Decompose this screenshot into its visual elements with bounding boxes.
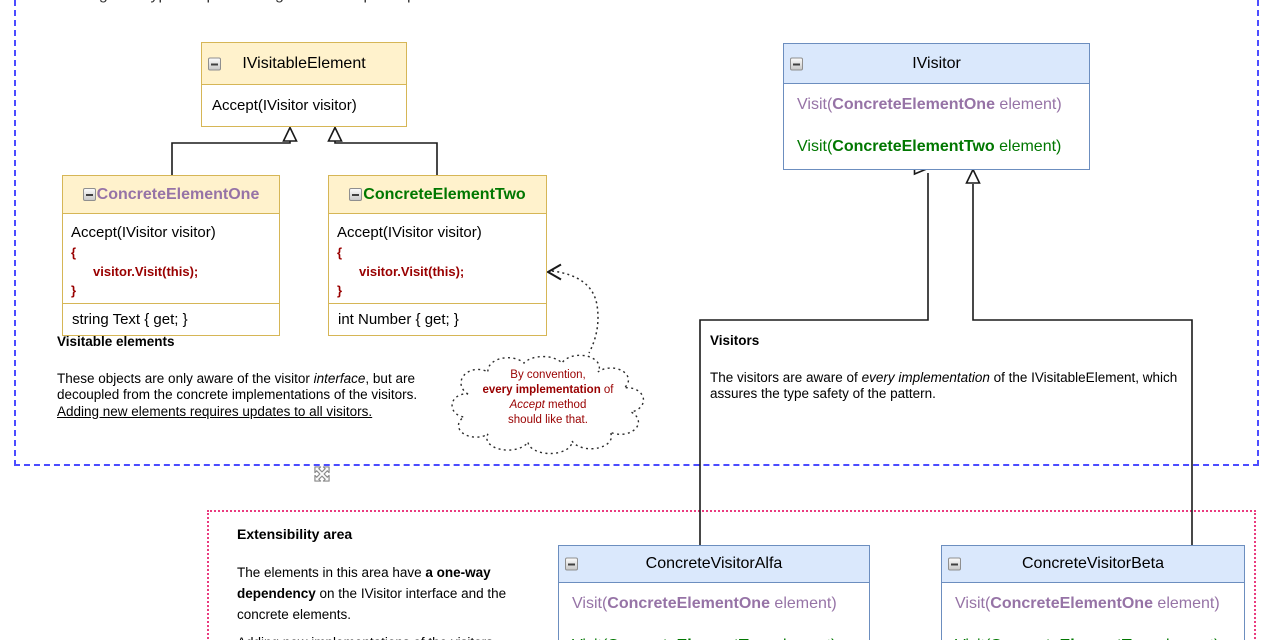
property-row: int Number { get; } — [329, 303, 546, 335]
method-visit-two: Visit(ConcreteElementTwo element) — [797, 138, 1062, 155]
cloud-callout-shape[interactable] — [451, 354, 645, 455]
collapse-minus-icon[interactable] — [948, 557, 961, 571]
note-visitable-elements: Visitable elements These objects are onl… — [57, 334, 457, 420]
collapse-minus-icon[interactable] — [208, 57, 221, 70]
class-title: ConcreteElementOne — [96, 185, 260, 203]
method-accept: Accept(IVisitor visitor) — [71, 224, 216, 241]
method-section: Accept(IVisitor visitor) { visitor.Visit… — [63, 214, 279, 303]
note-heading: Extensibility area — [237, 526, 353, 542]
note-paragraph: The visitors are aware of every implemen… — [710, 369, 1178, 402]
note-paragraph: These objects are only aware of the visi… — [57, 370, 418, 403]
inheritance-arrowhead — [282, 125, 298, 142]
method-visit-two: Visit(ConcreteElementTwo element) — [559, 625, 869, 640]
method-visit-one: Visit(ConcreteElementOne element) — [572, 595, 837, 612]
method-visit-one: Visit(ConcreteElementOne element) — [955, 595, 1220, 612]
method-section: Accept(IVisitor visitor) { visitor.Visit… — [329, 214, 546, 303]
class-box-concretevisitoralfa[interactable]: ConcreteVisitorAlfa Visit(ConcreteElemen… — [558, 545, 870, 640]
class-title: ConcreteElementTwo — [363, 185, 526, 203]
note-extensibility-area: Extensibility area The elements in this … — [237, 524, 537, 640]
note-underlined: Adding new elements requires updates to … — [57, 403, 373, 419]
box-header: IVisitor — [784, 44, 1089, 84]
realization-connector-element-two[interactable] — [334, 141, 438, 175]
box-header: ConcreteVisitorBeta — [942, 546, 1244, 583]
collapse-minus-icon[interactable] — [790, 57, 803, 70]
move-arrows-icon[interactable] — [308, 460, 336, 488]
method-accept: Accept(IVisitor visitor) — [337, 224, 482, 241]
method-accept: Accept(IVisitor visitor) — [202, 85, 406, 126]
note-heading: Visitors — [710, 333, 760, 348]
open-thin-arrow — [545, 263, 562, 281]
box-header: ConcreteElementTwo — [329, 176, 546, 214]
realization-connector-visitor-beta[interactable] — [972, 184, 1193, 545]
class-box-ivisitor[interactable]: IVisitor Visit(ConcreteElementOne elemen… — [783, 43, 1090, 170]
methods-section: Visit(ConcreteElementOne element) Visit(… — [784, 84, 1089, 169]
class-title: IVisitableElement — [242, 54, 366, 72]
cloud-note-connector[interactable] — [551, 270, 599, 354]
note-heading: Visitable elements — [57, 334, 175, 349]
class-title: ConcreteVisitorBeta — [1022, 555, 1164, 572]
extensibility-group-boundary[interactable] — [207, 510, 1256, 640]
method-visit-two: Visit(ConcreteElementTwo element) — [942, 625, 1244, 640]
class-box-ivisitableelement[interactable]: IVisitableElement Accept(IVisitor visito… — [201, 42, 407, 127]
box-header: IVisitableElement — [202, 43, 406, 85]
code-block: { visitor.Visit(this); } — [337, 245, 465, 298]
cloud-note-text: By convention, every implementation of A… — [482, 369, 614, 426]
code-block: { visitor.Visit(this); } — [71, 245, 199, 298]
box-header: ConcreteVisitorAlfa — [559, 546, 869, 583]
inheritance-arrowhead — [965, 167, 981, 184]
collapse-minus-icon[interactable] — [349, 188, 363, 201]
method-visit-one: Visit(ConcreteElementOne element) — [797, 96, 1062, 113]
realization-connector-element-one[interactable] — [171, 141, 291, 175]
note-paragraph: The elements in this area have a one-way… — [237, 565, 507, 622]
class-title: ConcreteVisitorAlfa — [645, 555, 783, 572]
realization-connector-visitor-alfa[interactable] — [699, 173, 929, 545]
note-paragraph: Adding new implementations of the visito… — [237, 632, 537, 640]
class-title: IVisitor — [912, 54, 961, 72]
note-visitors: Visitors The visitors are aware of every… — [710, 333, 1220, 403]
methods-section: Visit(ConcreteElementOne element) Visit(… — [559, 583, 869, 640]
box-header: ConcreteElementOne — [63, 176, 279, 214]
collapse-minus-icon[interactable] — [82, 188, 96, 201]
class-box-concreteelementtwo[interactable]: ConcreteElementTwo Accept(IVisitor visit… — [328, 175, 547, 336]
class-box-concretevisitorbeta[interactable]: ConcreteVisitorBeta Visit(ConcreteElemen… — [941, 545, 1245, 640]
visitable-group-boundary[interactable] — [14, 0, 1259, 466]
property-row: string Text { get; } — [63, 303, 279, 335]
methods-section: Visit(ConcreteElementOne element) Visit(… — [942, 583, 1244, 640]
collapse-minus-icon[interactable] — [565, 557, 578, 571]
inheritance-arrowhead — [327, 125, 343, 142]
class-box-concreteelementone[interactable]: ConcreteElementOne Accept(IVisitor visit… — [62, 175, 280, 336]
